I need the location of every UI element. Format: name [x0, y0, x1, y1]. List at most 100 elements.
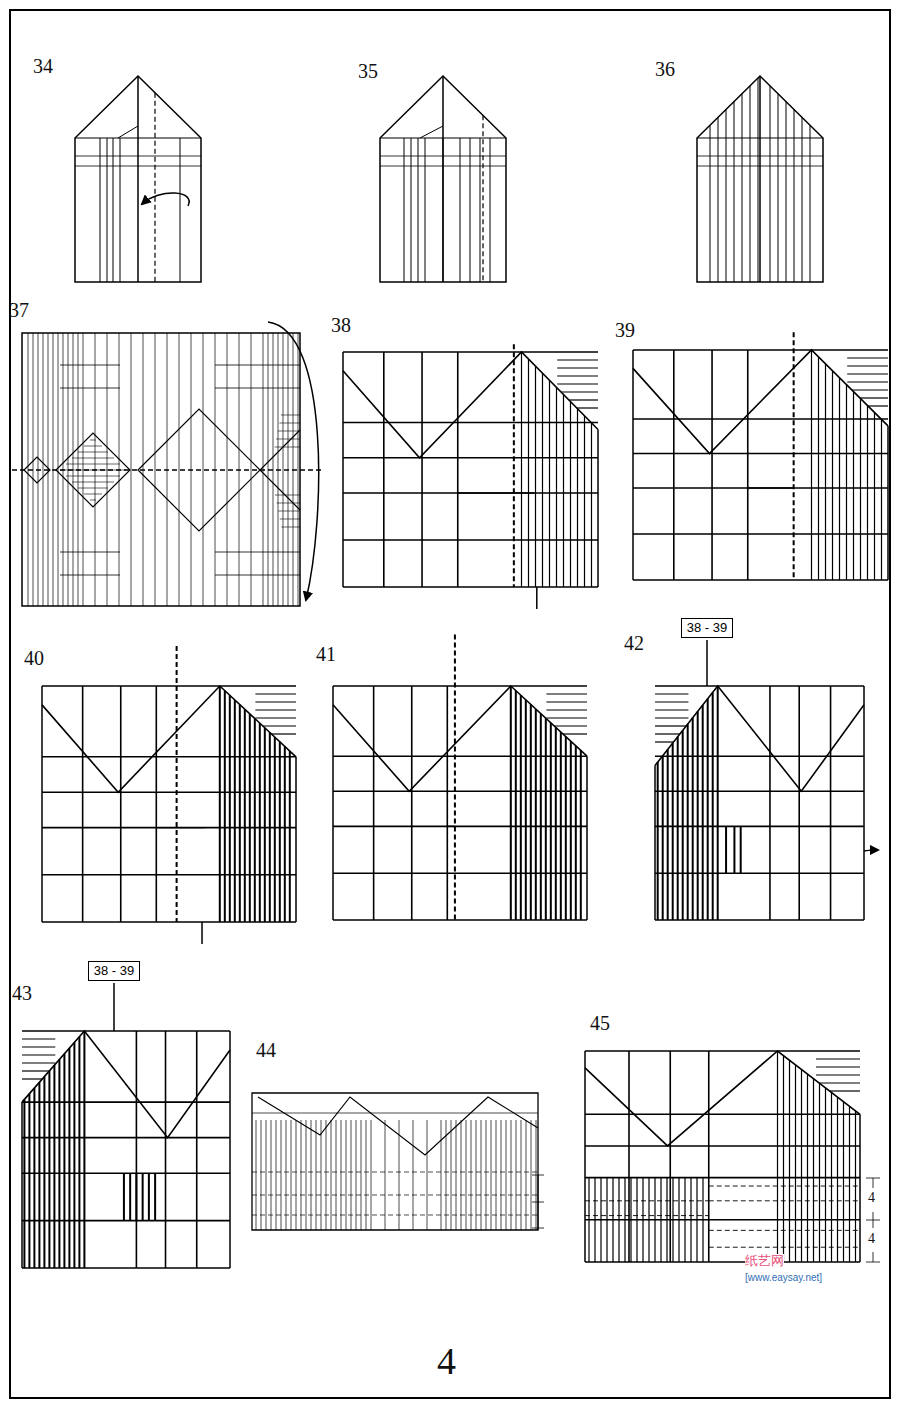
crease-line: [584, 416, 585, 587]
crease-line: [229, 1031, 231, 1268]
crease-line: [486, 1120, 487, 1230]
fold-line: [252, 1195, 538, 1196]
crease-line: [684, 1178, 685, 1262]
paper-outline: [260, 430, 300, 510]
paper-outline: [343, 352, 598, 458]
crease-line: [678, 1178, 679, 1262]
crease-line: [333, 685, 587, 687]
crease-line: [846, 385, 847, 580]
crease-line: [42, 921, 296, 923]
fold-line: [252, 1215, 538, 1216]
crease-line: [832, 371, 833, 580]
crease-line: [859, 1114, 861, 1262]
crease-line: [441, 1120, 442, 1230]
crease-line: [557, 359, 598, 360]
crease-line: [84, 494, 102, 495]
crease-line: [53, 1065, 55, 1268]
crease-line: [196, 1031, 198, 1268]
crease-line: [107, 333, 108, 606]
crease-line: [557, 367, 598, 368]
crease-line: [525, 700, 527, 920]
crease-line: [655, 685, 864, 687]
crease-line: [83, 333, 84, 606]
crease-line: [542, 373, 543, 587]
crease-line: [22, 1046, 55, 1047]
house-model: [380, 76, 506, 282]
crease-line: [618, 1178, 619, 1262]
crease-line: [624, 1178, 625, 1262]
crease-line: [816, 1066, 860, 1067]
crease-line: [633, 487, 888, 489]
crease-line: [521, 352, 522, 587]
crease-line: [839, 378, 840, 580]
crease-line: [90, 440, 96, 441]
crease-line: [789, 1060, 790, 1262]
paper-outline: [333, 686, 587, 791]
crease-line: [60, 552, 120, 553]
dimension-label: 4: [868, 1232, 875, 1246]
crease-line: [819, 1083, 820, 1262]
crease-line: [180, 138, 181, 282]
crease-line: [860, 397, 888, 398]
fold-arrow: [268, 322, 319, 600]
dimension-bracket: [866, 1178, 880, 1262]
crease-line: [33, 1088, 35, 1268]
fold-arrow: [142, 193, 189, 206]
crease-line: [655, 701, 688, 702]
crease-line: [825, 364, 826, 580]
crease-line: [346, 1120, 347, 1230]
step-number: 38: [331, 315, 351, 335]
crease-line: [636, 1178, 637, 1262]
crease-line: [42, 827, 296, 829]
crease-line: [586, 756, 588, 920]
crease-line: [284, 746, 286, 922]
crease-line: [43, 1077, 45, 1268]
crease-line: [750, 86, 751, 282]
crease-line: [801, 1069, 802, 1262]
fold-line: [585, 1215, 709, 1216]
crease-line: [867, 406, 868, 580]
crease-line: [555, 727, 557, 920]
crease-line: [83, 1031, 85, 1268]
crease-line: [770, 86, 771, 282]
crease-line: [726, 109, 727, 282]
crease-line: [336, 1120, 337, 1230]
crease-line: [458, 492, 535, 493]
crease-line: [142, 1173, 144, 1220]
crease-line: [633, 349, 888, 351]
crease-line: [550, 723, 552, 920]
crease-line: [385, 1120, 386, 1230]
crease-line: [404, 138, 405, 282]
crease-line: [361, 1120, 362, 1230]
crease-line: [696, 1178, 697, 1262]
crease-line: [251, 333, 252, 606]
crease-line: [481, 1120, 482, 1230]
crease-line: [239, 705, 241, 922]
crease-line: [669, 1051, 671, 1262]
crease-line: [224, 691, 226, 922]
crease-line: [90, 500, 96, 501]
crease-line: [271, 733, 296, 734]
fold-line: [793, 332, 795, 580]
crease-line: [545, 718, 547, 920]
step-number: 41: [316, 644, 336, 664]
crease-line: [298, 333, 299, 606]
house-model: [75, 76, 201, 282]
crease-line: [810, 125, 811, 282]
crease-line: [107, 138, 108, 282]
crease-line: [585, 1219, 860, 1221]
crease-line: [594, 1178, 595, 1262]
crease-panel: [633, 332, 888, 580]
crease-line: [22, 1137, 230, 1139]
crease-line: [269, 732, 271, 922]
crease-line: [229, 695, 231, 922]
crease-line: [420, 126, 443, 138]
crease-line: [476, 1120, 477, 1230]
paper-outline: [697, 76, 823, 282]
crease-line: [655, 790, 864, 792]
watermark: 纸艺网: [745, 1254, 784, 1267]
paper-outline: [22, 1031, 230, 1138]
crease-line: [710, 125, 711, 282]
crease-line: [725, 826, 727, 873]
crease-line: [342, 352, 344, 587]
